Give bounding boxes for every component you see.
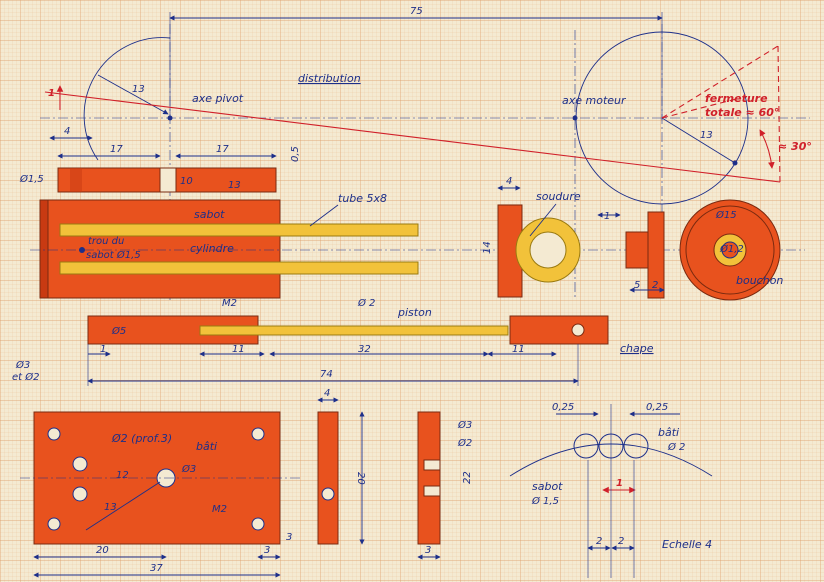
dim-20-side: 20 [355,472,366,485]
label-bati: bâti [196,440,217,453]
label-trou-du: trou du [88,236,124,247]
dim-32: 32 [358,344,371,355]
label-tube: tube 5x8 [338,192,387,205]
label-piston: piston [397,306,432,319]
chape [509,315,609,345]
dim-phi-2-piston: Ø 2 [357,297,375,309]
dim-m2-bati: M2 [212,504,227,515]
end-views: 4 14 soudure 1 5 2 Ø15 Ø1,2 bouchon [482,176,783,301]
dim-1-bouchon: 1 [604,211,610,222]
distribution-view: 75 13 axe pivot distribution axe moteur … [40,6,812,300]
label-et-phi-2: et Ø2 [12,371,40,383]
dim-phi-1-5: Ø1,5 [19,173,44,185]
dim-17-left: 17 [110,144,123,155]
dim-13-motor: 13 [700,130,713,141]
dim-14: 14 [482,241,493,254]
label-axe-pivot: axe pivot [192,92,244,105]
label-distribution: distribution [298,72,361,85]
label-sabot: sabot [194,208,225,221]
dim-22: 22 [462,471,473,484]
dim-37: 37 [150,563,163,574]
dim-phi-3-bearing: Ø3 [457,419,472,431]
dim-17-right: 17 [216,144,229,155]
dim-phi-2-detail: Ø 2 [667,441,685,453]
dim-12-bati: 12 [116,470,129,481]
cylinder-body [39,199,281,299]
dim-3-bearing: 3 [425,545,431,556]
bearing-side [417,411,441,545]
label-fermeture-totale: totale ≈ 60° [705,106,779,119]
label-echelle: Echelle 4 [662,538,712,551]
bouchon-side [625,231,651,269]
dim-13-sabot: 13 [228,180,241,191]
dim-phi-3-bati: Ø3 [181,463,196,475]
label-trou-sabot: sabot Ø1,5 [86,249,141,261]
dim-11-left: 11 [232,344,245,355]
dim-20-bati: 20 [96,545,109,556]
dim-4-side: 4 [324,388,330,399]
label-chape: chape [620,342,654,355]
label-cylindre: cylindre [190,242,234,255]
dim-4-end: 4 [506,176,512,187]
tube-upper [59,223,419,237]
dim-2-bouchon: 2 [652,280,658,291]
label-bati-detail: bâti [658,426,679,439]
dim-11-right: 11 [512,344,525,355]
bati-side [317,411,339,545]
dim-3-vert: 3 [286,532,292,543]
dim-2-left: 2 [596,536,602,547]
label-sabot-detail: sabot [532,480,563,493]
dim-red-1-detail: 1 [616,478,623,489]
label-angle-30: ≈ 30° [778,140,812,153]
dim-74: 74 [320,369,333,380]
label-axe-moteur: axe moteur [562,94,627,107]
label-phi-3: Ø3 [15,359,30,371]
dim-75: 75 [410,6,423,17]
scale-detail: 0,25 0,25 bâti Ø 2 sabot Ø 1,5 1 2 2 Ech… [509,402,713,578]
dim-3-bati: 3 [264,545,270,556]
bati-view: Ø3 et Ø2 Ø2 (prof.3) bâti Ø3 M2 13 12 20… [12,359,473,578]
dim-0-25-left: 0,25 [552,402,574,413]
dim-2-right: 2 [618,536,624,547]
dim-5: 5 [634,280,640,291]
dim-4: 4 [64,126,70,137]
label-sabot-diam: Ø 1,5 [531,495,559,507]
dim-phi-1-2: Ø1,2 [719,243,744,255]
dim-phi-5-piston: Ø5 [111,325,126,337]
dim-13-bati: 13 [104,502,117,513]
bouchon-flange [647,211,665,299]
dim-red-1: 1 [48,88,55,99]
tube-lower [59,261,419,275]
dim-0-5: 0,5 [290,146,301,162]
label-prof: Ø2 (prof.3) [111,432,172,445]
label-bouchon: bouchon [736,274,783,287]
dim-phi-15: Ø15 [715,209,737,221]
dim-0-25-right: 0,25 [646,402,668,413]
label-fermeture: fermeture [705,92,768,105]
dim-m2: M2 [222,298,237,309]
dim-phi-2-bearing: Ø2 [457,437,472,449]
dim-10: 10 [180,176,193,187]
dim-13-pivot: 13 [132,84,145,95]
dim-1-piston: 1 [100,344,106,355]
piston-view: piston Ø 2 M2 Ø5 chape 1 11 32 11 74 [87,297,654,386]
label-soudure: soudure [536,190,581,203]
piston-rod [199,325,509,336]
cylinder-section: 4 17 17 0,5 Ø1,5 10 13 sabot cylindre tr… [19,126,805,299]
